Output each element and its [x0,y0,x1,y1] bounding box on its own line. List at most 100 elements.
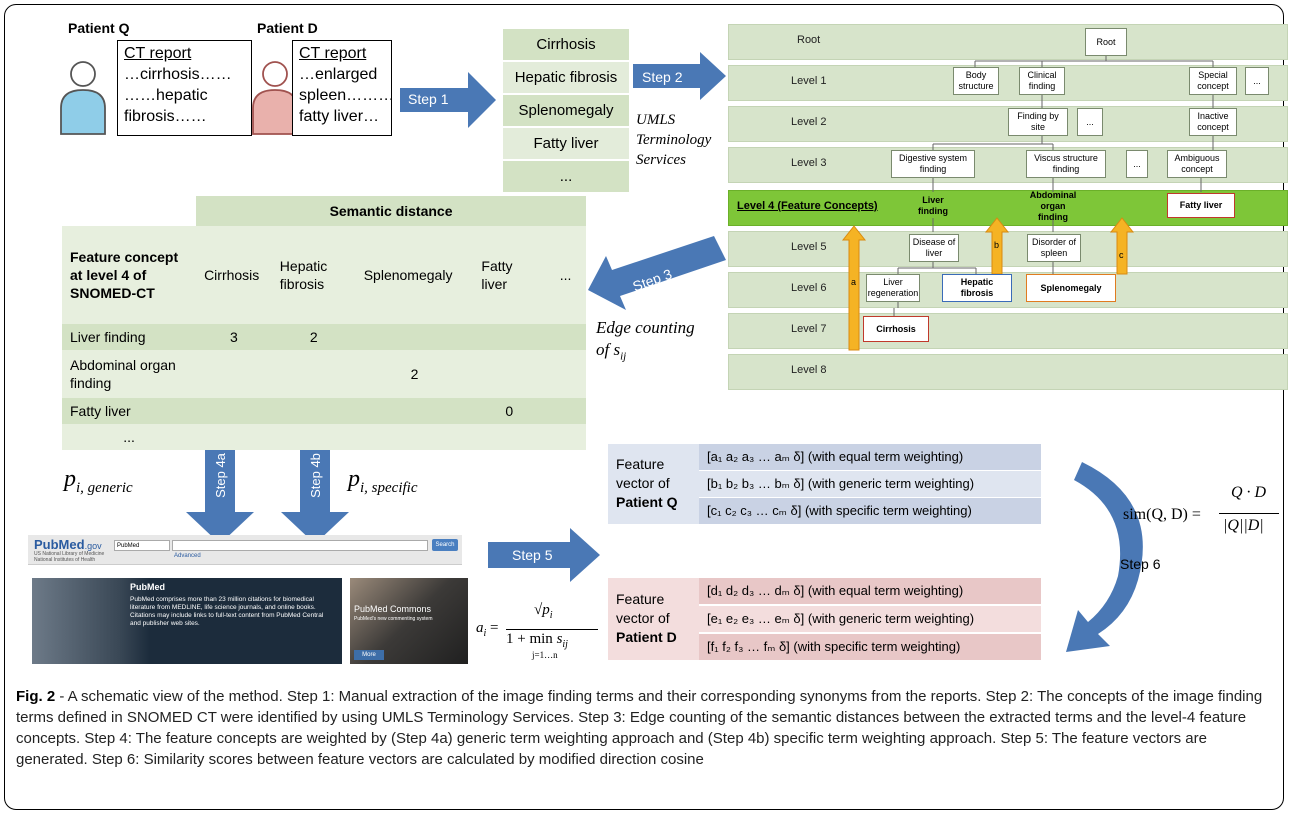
pubmed-db-select[interactable]: PubMed [114,540,170,551]
table-cell [545,350,586,398]
umls-line: Services [636,152,686,168]
patient-q-label: Patient Q [68,20,130,36]
node-cirrhosis: Cirrhosis [863,316,929,342]
table-row: Abdominal organ finding 2 [62,350,586,398]
step6-arrow [1066,462,1143,652]
node-root: Root [1085,28,1127,56]
step2-arrow [633,52,726,100]
table-row: ... [62,424,586,450]
report-line: …cirrhosis…… [124,66,232,83]
table-cell [272,398,356,424]
formula-a: ai = √pi 1 + min sij j=1…n [476,602,598,668]
table-cell [473,350,545,398]
table-col-header: ... [559,267,572,283]
table-row: Fatty liver 0 [62,398,586,424]
feature-d-row: [f₁ f₂ f₃ … fₘ δ] (with specific term we… [699,634,1041,660]
pubmed-search-input[interactable] [172,540,428,551]
feature-d-row: [e₁ e₂ e₃ … eₘ δ] (with generic term wei… [699,606,1041,632]
step1-arrow [400,72,496,128]
umls-label: UMLS Terminology Services [636,110,711,170]
table-cell [196,350,272,398]
term-item: Fatty liver [503,128,629,161]
node-body-structure: Body structure [953,67,999,95]
report-line: spleen……… [299,87,395,104]
arrow-b-label: b [994,240,1000,250]
pubmed-header: PubMed.gov US National Library of Medici… [28,535,462,565]
level-4: Level 4 (Feature Concepts) [728,190,1288,226]
pubmed-search-button[interactable]: Search [432,539,458,551]
table-cell [473,324,545,350]
table-corner [62,196,196,226]
table-row-name: Liver finding [70,329,146,345]
step1-label: Step 1 [408,91,449,107]
term-item: Cirrhosis [503,29,629,62]
level-8: Level 8 [728,354,1288,390]
level-root: Root [728,24,1288,60]
pubmed-advanced-link[interactable]: Advanced [174,553,201,559]
table-cell [196,424,272,450]
feature-q-row: [b₁ b₂ b₃ … bₘ δ] (with generic term wei… [699,471,1041,497]
step5-label: Step 5 [512,547,553,563]
step6-label: Step 6 [1120,556,1161,572]
node-liver-finding: Liver finding [918,195,948,216]
node-abdominal-organ-finding: Abdominal organ finding [1029,189,1077,222]
term-item: Splenomegaly [503,95,629,128]
patient-d-report: CT report …enlarged spleen……… fatty live… [292,40,395,136]
pubmed-banner-title: PubMed [130,582,165,592]
node-ellipsis: ... [1245,67,1269,95]
table-cell [545,398,586,424]
step5-arrow [488,528,600,582]
table-cell: 3 [230,329,238,345]
table-row-header: Feature concept at level 4 of SNOMED-CT [70,249,179,301]
node-ellipsis: ... [1077,108,1103,136]
table-cell: 2 [410,366,419,382]
table-row: Liver finding 3 2 [62,324,586,350]
p-symbol: p [348,466,360,492]
p-symbol: p [64,466,76,492]
table-cell [356,398,474,424]
table-cell [272,424,356,450]
table-group-header: Semantic distance [196,196,586,226]
step4a-arrow [186,432,254,544]
node-digestive-finding: Digestive system finding [891,150,975,178]
step3-arrow [588,236,726,310]
pubmed-logo: PubMed.gov [34,537,102,552]
report-line: fatty liver… [299,108,380,125]
table-cell [272,350,356,398]
figure-frame [4,4,1284,810]
node-inactive-concept: Inactive concept [1189,108,1237,136]
feature-q-row: [c₁ c₂ c₃ … cₘ δ] (with specific term we… [699,498,1041,524]
table-cell [196,398,272,424]
node-finding-by-site: Finding by site [1008,108,1068,136]
table-cell [545,424,586,450]
edge-counting-label: Edge counting of sij [596,317,695,367]
patient-d-icon [252,61,298,135]
node-liver-regeneration: Liver regeneration [866,274,920,302]
pubmed-commons-title: PubMed Commons [354,604,432,614]
term-item: ... [503,161,629,194]
level-7: Level 7 [728,313,1288,349]
pubmed-commons: PubMed Commons PubMed's new commenting s… [350,578,468,664]
caption-label: Fig. 2 [16,688,56,705]
edge-counting-sub: ij [620,350,627,363]
table-cell: 2 [309,329,318,345]
node-hepatic-fibrosis: Hepatic fibrosis [942,274,1012,302]
feature-d-label-bg [608,578,699,660]
report-title: CT report [299,45,367,62]
report-line: ……hepatic [124,87,208,104]
pubmed-commons-sub: PubMed's new commenting system [354,616,433,622]
p-specific: pi, specific [348,466,417,497]
table-cell [473,424,545,450]
pubmed-more-button[interactable]: More [354,650,384,660]
report-line: …enlarged [299,66,378,83]
table-row-name: ... [123,429,135,445]
node-disease-of-liver: Disease of liver [909,234,959,262]
report-line: fibrosis…… [124,108,207,125]
table-cell [545,324,586,350]
caption-text: - A schematic view of the method. Step 1… [16,688,1263,768]
term-list: Cirrhosis Hepatic fibrosis Splenomegaly … [503,29,629,194]
